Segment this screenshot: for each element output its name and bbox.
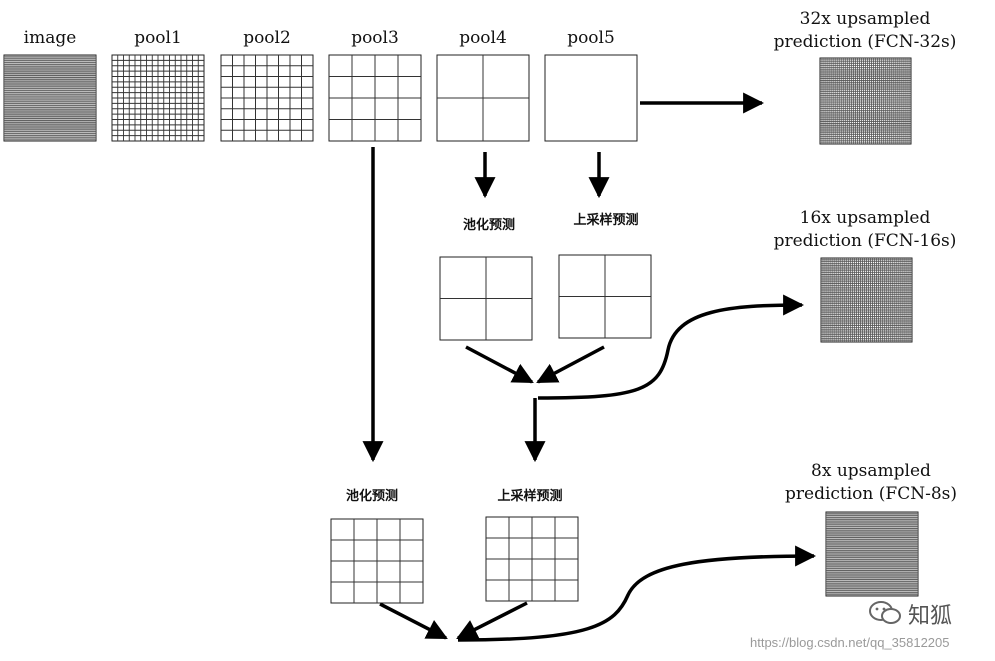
pool4-prediction-label: 池化预测 bbox=[462, 218, 515, 233]
upsampled-prediction-grid-16s bbox=[558, 254, 652, 339]
csdn-watermark: https://blog.csdn.net/qq_35812205 bbox=[750, 635, 950, 650]
layer-label-image: image bbox=[23, 28, 77, 48]
mid-right-merge-arrow bbox=[536, 345, 605, 384]
pool2-grid bbox=[220, 54, 314, 142]
mid-left-merge-arrow bbox=[465, 345, 534, 384]
pool5-grid bbox=[544, 54, 638, 142]
merged-upsample-label: 上采样预测 bbox=[497, 489, 563, 504]
brand-name: 知狐 bbox=[908, 604, 953, 629]
pool5-upsample-label: 上采样预测 bbox=[573, 213, 639, 228]
fcn32s-title-line1: 32x upsampled bbox=[799, 9, 931, 29]
fcn8s-output-grid bbox=[825, 511, 919, 597]
fcn8s-title: 8x upsampled prediction (FCN-8s) bbox=[761, 460, 981, 506]
fcn16s-title-line1: 16x upsampled bbox=[799, 208, 931, 228]
fcn8s-title-line1: 8x upsampled bbox=[811, 461, 931, 481]
pool1-grid bbox=[111, 54, 205, 142]
bottom-right-merge-arrow bbox=[456, 601, 528, 640]
bottom-left-merge-arrow bbox=[379, 602, 448, 640]
wechat-like-logo-icon bbox=[869, 601, 901, 624]
layer-label-pool5: pool5 bbox=[567, 28, 615, 48]
fcn16s-title-line2: prediction (FCN-16s) bbox=[773, 231, 957, 251]
pool3-grid bbox=[328, 54, 422, 142]
layer-label-pool3: pool3 bbox=[351, 28, 399, 48]
fcn8s-title-line2: prediction (FCN-8s) bbox=[785, 484, 957, 504]
fcn32s-output-grid bbox=[819, 57, 912, 145]
layer-label-pool1: pool1 bbox=[134, 28, 182, 48]
layer-label-pool2: pool2 bbox=[243, 28, 291, 48]
pool3-prediction-label: 池化预测 bbox=[345, 489, 398, 504]
pool4-grid bbox=[436, 54, 530, 142]
fcn16s-output-grid bbox=[820, 257, 913, 343]
image-grid bbox=[3, 54, 97, 142]
merge-to-fcn16-arrow bbox=[537, 294, 805, 400]
upsampled-prediction-grid-8s bbox=[485, 516, 579, 602]
fcn32s-title: 32x upsampled prediction (FCN-32s) bbox=[755, 8, 975, 54]
pool4-prediction-grid bbox=[439, 256, 533, 341]
fcn16s-title: 16x upsampled prediction (FCN-16s) bbox=[755, 207, 975, 253]
fcn32s-title-line2: prediction (FCN-32s) bbox=[773, 32, 957, 52]
grid-frame bbox=[544, 54, 638, 142]
pool3-prediction-grid bbox=[330, 518, 424, 604]
layer-label-pool4: pool4 bbox=[459, 28, 507, 48]
merge-to-fcn8-arrow bbox=[457, 545, 817, 642]
